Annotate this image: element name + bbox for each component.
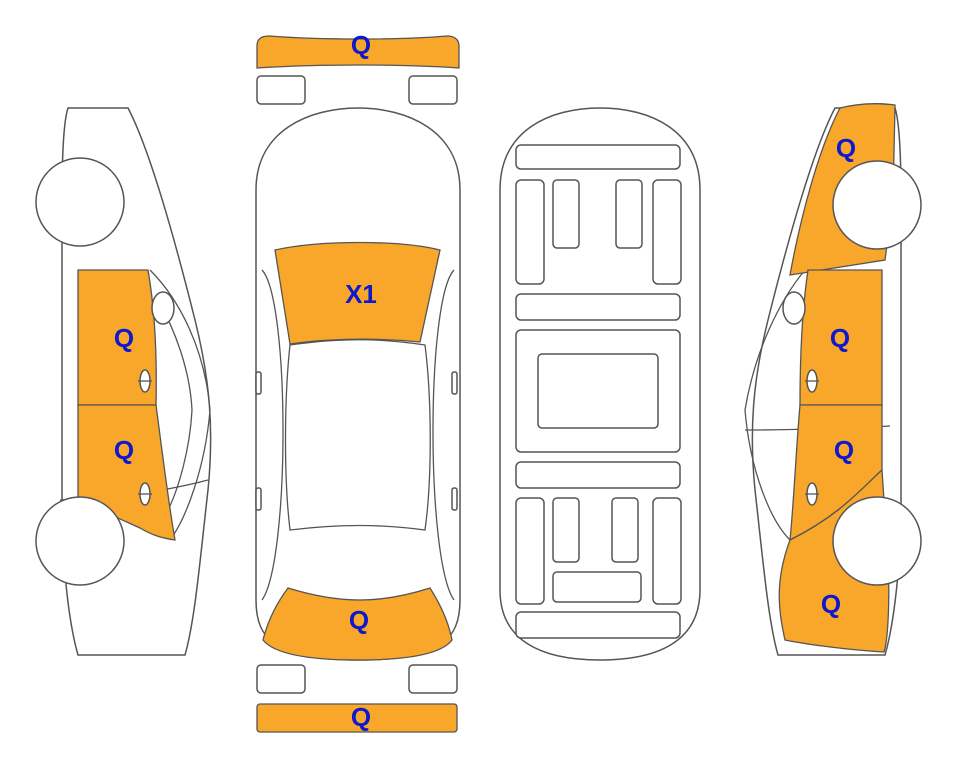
left-front-door-code: Q xyxy=(114,323,134,353)
front-bumper-code: Q xyxy=(351,30,371,60)
left-window-outline xyxy=(149,269,211,541)
right-rear-wheel xyxy=(832,496,922,586)
left-side-view: Q Q xyxy=(35,107,212,656)
top-cabin-left xyxy=(261,269,284,601)
right-rear-door-code: Q xyxy=(834,435,854,465)
right-taillight xyxy=(408,664,458,694)
underside-rear-bar xyxy=(515,611,681,639)
underside-view xyxy=(499,107,701,661)
underside-cross-member-2 xyxy=(515,461,681,489)
left-mirror xyxy=(151,291,175,325)
underside-front-left-block xyxy=(552,179,580,249)
underside-rear-left-block xyxy=(552,497,580,563)
windshield-code: X1 xyxy=(345,279,377,309)
right-mirror xyxy=(782,291,806,325)
right-front-door-code: Q xyxy=(830,323,850,353)
front-bumper xyxy=(256,35,460,69)
top-right-handle xyxy=(451,487,458,511)
left-taillight xyxy=(256,664,306,694)
underside-front-left-rail xyxy=(515,179,545,285)
underside-rear-right-block xyxy=(611,497,639,563)
rear-bumper-code: Q xyxy=(351,702,371,732)
windshield xyxy=(274,241,441,345)
underside-front-bar xyxy=(515,144,681,170)
trunk-rear-code: Q xyxy=(349,605,369,635)
trunk-rear xyxy=(262,587,453,661)
left-rear-wheel xyxy=(35,496,125,586)
rear-bumper xyxy=(256,703,458,733)
right-rear-quarter-code: Q xyxy=(821,589,841,619)
right-front-door-handle xyxy=(805,369,819,393)
right-rear-door-handle xyxy=(805,482,819,506)
underside-front-right-rail xyxy=(652,179,682,285)
left-rear-door-handle xyxy=(138,482,152,506)
right-front-wheel xyxy=(832,160,922,250)
right-headlight xyxy=(408,75,458,105)
underside-rear-tank xyxy=(552,571,642,603)
left-front-wheel xyxy=(35,157,125,247)
left-headlight xyxy=(256,75,306,105)
top-view: Q X1 Q Q xyxy=(255,30,461,733)
top-left-mirror xyxy=(255,371,262,395)
right-front-fender-code: Q xyxy=(836,133,856,163)
underside-cross-member-1 xyxy=(515,293,681,321)
top-right-mirror xyxy=(451,371,458,395)
underside-rear-left-rail xyxy=(515,497,545,605)
top-left-handle xyxy=(255,487,262,511)
right-side-view: Q Q Q Q xyxy=(744,103,922,656)
underside-rear-right-rail xyxy=(652,497,682,605)
underside-center-panel xyxy=(537,353,659,429)
top-roof-outline xyxy=(284,339,431,531)
left-front-door-handle xyxy=(138,369,152,393)
top-cabin-right xyxy=(432,269,455,601)
underside-front-right-block xyxy=(615,179,643,249)
left-rear-door-code: Q xyxy=(114,435,134,465)
